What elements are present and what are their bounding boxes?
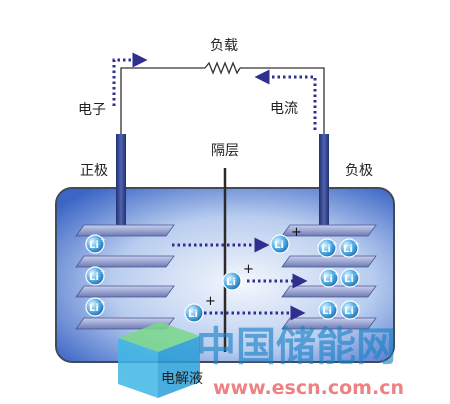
current-flow-arrow: [254, 69, 317, 130]
electron-flow-arrow: [112, 52, 148, 106]
ion-flow-arrows: [172, 237, 308, 321]
ion-symbol: Li: [274, 240, 284, 251]
separator-label: 隔层: [211, 143, 239, 159]
ion-symbol: Li: [343, 244, 353, 255]
electrolyte-label: 电解液: [161, 371, 203, 387]
ion-symbol: Li: [226, 277, 236, 288]
ion-symbol: Li: [344, 274, 354, 285]
lithium-ion: Li+: [317, 238, 338, 258]
ion-charge: +: [100, 268, 106, 276]
ion-symbol: Li: [322, 306, 332, 317]
ion-charge: +: [332, 240, 338, 248]
ion-charge: +: [243, 262, 254, 277]
lithium-ion: Li +: [222, 262, 254, 291]
electron-label: 电子: [78, 102, 106, 118]
lithium-ion: Li+: [85, 266, 106, 286]
lithium-ion: Li+: [85, 297, 106, 317]
positive-plate: [75, 285, 175, 298]
ion-symbol: Li: [323, 274, 333, 285]
negative-electrode-label: 负极: [345, 163, 373, 179]
positive-plate: [75, 255, 175, 268]
watermark-cube-icon-front: [158, 336, 200, 398]
ion-symbol: Li: [188, 309, 198, 320]
ion-charge: +: [205, 294, 216, 309]
positive-plate: [75, 224, 175, 237]
current-label: 电流: [270, 101, 298, 117]
ion-charge: +: [355, 270, 361, 278]
ion-symbol: Li: [89, 303, 99, 314]
watermark-cn: 中国储能网: [196, 324, 396, 370]
lithium-ion: Li +: [184, 294, 216, 323]
lithium-ion: Li+: [318, 300, 339, 320]
negative-plate: [281, 224, 377, 237]
ion-symbol: Li: [89, 240, 99, 251]
lithium-ion: Li +: [270, 225, 302, 254]
ion-charge: +: [100, 236, 106, 244]
negative-rod: [319, 134, 329, 230]
lithium-ion: Li+: [319, 268, 340, 288]
load-resistor: [204, 61, 241, 75]
ion-symbol: Li: [344, 306, 354, 317]
positive-plates: [75, 224, 175, 330]
positive-rod: [116, 134, 126, 230]
watermark-url: www.escn.com.cn: [213, 377, 404, 399]
watermark: 中国储能网 www.escn.com.cn: [118, 322, 404, 399]
load-label: 负载: [210, 38, 238, 54]
ion-symbol: Li: [89, 272, 99, 283]
positive-electrode-label: 正极: [80, 163, 108, 179]
lithium-ion: Li+: [340, 300, 361, 320]
watermark-cube-icon-side: [118, 338, 158, 398]
negative-plate: [281, 285, 377, 298]
ion-charge: +: [291, 225, 302, 240]
lithium-ion: Li+: [85, 234, 106, 254]
negative-plate: [281, 255, 377, 268]
ion-charge: +: [100, 299, 106, 307]
lithium-ion: Li+: [339, 238, 360, 258]
negative-plates: [281, 224, 377, 330]
circuit-wire: [120, 67, 325, 186]
ion-charge: +: [355, 302, 361, 310]
ion-charge: +: [354, 240, 360, 248]
ion-charge: +: [334, 270, 340, 278]
lithium-ion: Li+: [340, 268, 361, 288]
lithium-ions: Li+Li+Li+Li+Li+Li+Li+Li+Li+Li+Li+Li+: [85, 225, 361, 323]
ion-charge: +: [333, 302, 339, 310]
ion-symbol: Li: [321, 244, 331, 255]
watermark-cube-icon: [118, 322, 200, 352]
